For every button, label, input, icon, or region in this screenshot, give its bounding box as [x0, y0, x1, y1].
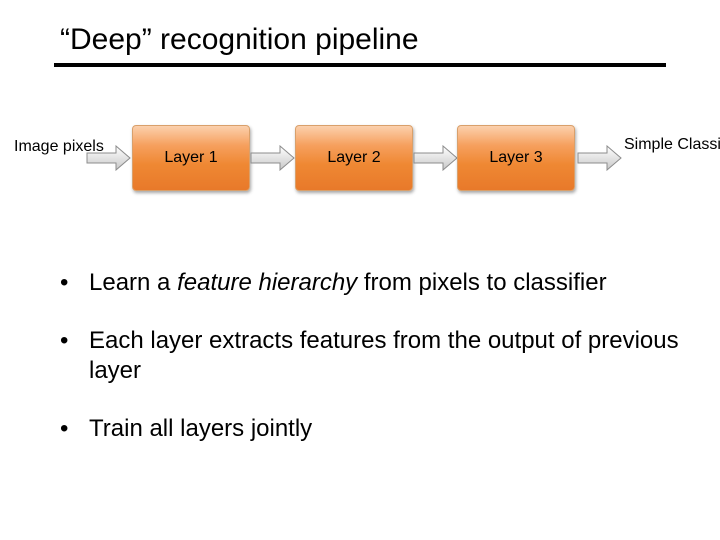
bullet-text: from pixels to classifier [357, 269, 607, 296]
bullet-text: Train all layers jointly [89, 415, 313, 442]
arrow-right-icon [413, 145, 458, 171]
bullet-emphasis: feature hierarchy [177, 269, 358, 296]
bullet-text: Learn a [89, 269, 178, 296]
bullet-dot: • [60, 415, 69, 442]
layer-3-label: Layer 3 [489, 149, 543, 166]
bullet-dot: • [60, 269, 69, 296]
bullet-dot: • [60, 327, 69, 354]
input-label-image-pixels: Image pixels [14, 138, 104, 155]
arrow-right-icon [250, 145, 295, 171]
layer-1-label: Layer 1 [164, 149, 218, 166]
bullet-item: • Train all layers jointly [60, 414, 680, 444]
bullet-list: • Learn a feature hierarchy from pixels t… [60, 268, 680, 472]
layer-2-box: Layer 2 [295, 125, 413, 191]
bullet-text: Each layer extracts features from the ou… [89, 327, 679, 384]
bullet-item: • Learn a feature hierarchy from pixels t… [60, 268, 680, 298]
slide-title: “Deep” recognition pipeline [60, 23, 419, 56]
layer-2-label: Layer 2 [327, 149, 381, 166]
arrow-right-icon [86, 145, 131, 171]
layer-1-box: Layer 1 [132, 125, 250, 191]
bullet-item: • Each layer extracts features from the o… [60, 326, 680, 386]
layer-3-box: Layer 3 [457, 125, 575, 191]
output-label-simple-classifier: Simple Classifier [624, 136, 720, 153]
title-underline [54, 63, 666, 67]
arrow-right-icon [577, 145, 622, 171]
